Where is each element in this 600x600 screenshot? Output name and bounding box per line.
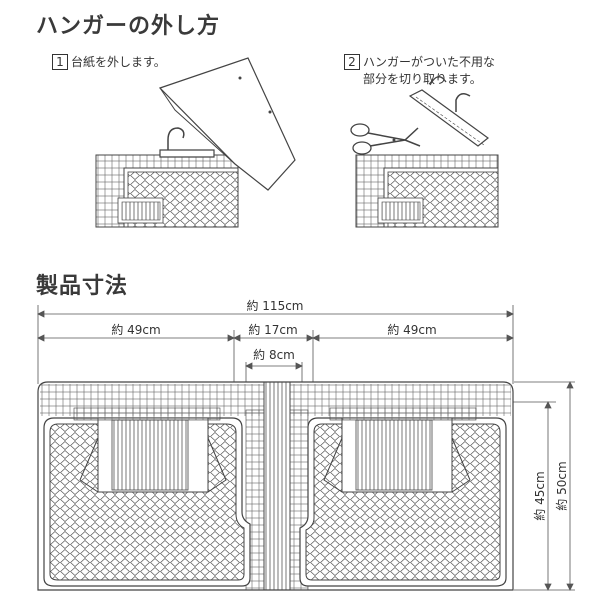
step-2-text-line2: 部分を切り取ります。 (363, 72, 482, 86)
dim-inner-height-label: 約 45cm (532, 471, 547, 520)
section-title-dimensions: 製品寸法 (36, 274, 129, 299)
step-1-illustration (95, 57, 296, 228)
scissors-icon (350, 123, 421, 155)
right-mat (299, 407, 507, 587)
dim-right-label: 約 49cm (387, 322, 436, 337)
hanger-icon (159, 127, 215, 158)
section-title-removal: ハンガーの外し方 (36, 14, 221, 39)
dim-total-label: 約 115cm (246, 298, 303, 313)
hanger-strip-icon (408, 76, 489, 147)
floor-mat-drawing (37, 381, 514, 591)
backing-card-icon (158, 57, 296, 191)
dim-joint-label: 約 8cm (253, 347, 295, 362)
mat-corner-2 (355, 154, 499, 228)
dim-center-label: 約 17cm (248, 322, 297, 337)
dim-left-label: 約 49cm (111, 322, 160, 337)
step-1-number: 1 (52, 54, 68, 70)
dim-outer-height-label: 約 50cm (554, 461, 569, 510)
step-2-illustration (350, 76, 499, 228)
mat-corner-1 (95, 154, 239, 228)
step-1-text: 台紙を外します。 (71, 55, 166, 69)
step-2-number: 2 (344, 54, 360, 70)
step-2-text-line1: ハンガーがついた不用な (363, 55, 496, 69)
left-mat (43, 407, 251, 587)
